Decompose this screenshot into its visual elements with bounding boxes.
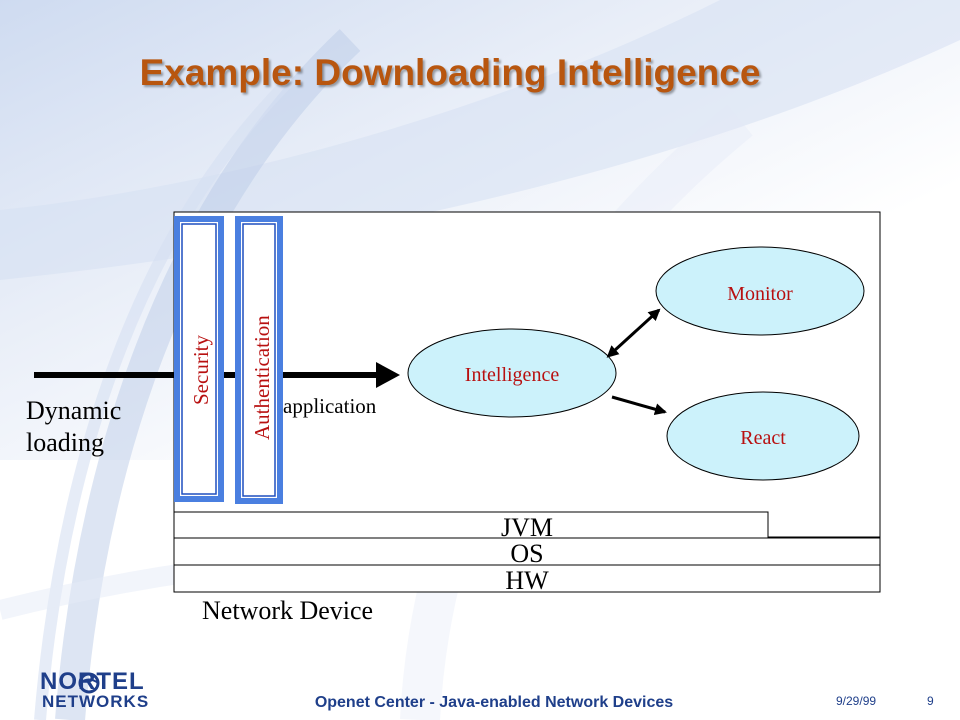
footer-text: Openet Center - Java-enabled Network Dev…: [314, 694, 674, 711]
monitor-ellipse: [655, 246, 865, 336]
monitor-label: Monitor: [727, 283, 793, 305]
react-ellipse: [666, 391, 860, 481]
nortel-globe-icon: [78, 672, 100, 694]
security-shield: Security: [174, 216, 224, 502]
os-label: OS: [510, 539, 543, 568]
slide-title: Example: Downloading Intelligence: [139, 52, 761, 93]
network-device-label: Network Device: [202, 596, 374, 625]
security-label: Security: [189, 335, 213, 405]
logo-line1: NORTEL: [40, 668, 145, 695]
hw-label: HW: [505, 566, 549, 595]
os-layer: [173, 537, 881, 566]
nortel-networks-logo: NORTEL NETWORKS: [40, 662, 190, 712]
dynamic-loading-line1: Dynamic: [26, 396, 122, 425]
dynamic-loading-line2: loading: [26, 428, 104, 457]
authentication-label: Authentication: [250, 315, 274, 440]
intelligence-monitor-arrow: [606, 308, 661, 358]
footer-date: 9/29/99: [836, 694, 877, 708]
application-label: application: [283, 394, 377, 418]
intelligence-ellipse: [407, 328, 617, 418]
logo-line2: NETWORKS: [42, 692, 150, 711]
jvm-layer: [173, 511, 769, 539]
dynamic-loading-label: Dynamic loading: [26, 395, 121, 459]
intelligence-react-arrow: [611, 395, 667, 416]
hw-layer: [173, 564, 881, 593]
footer-page-number: 9: [927, 694, 934, 708]
intelligence-label: Intelligence: [465, 364, 560, 386]
jvm-label: JVM: [501, 513, 553, 542]
authentication-shield: Authentication: [235, 216, 283, 504]
dynamic-loading-arrowhead: [376, 362, 400, 388]
react-label: React: [740, 427, 786, 449]
